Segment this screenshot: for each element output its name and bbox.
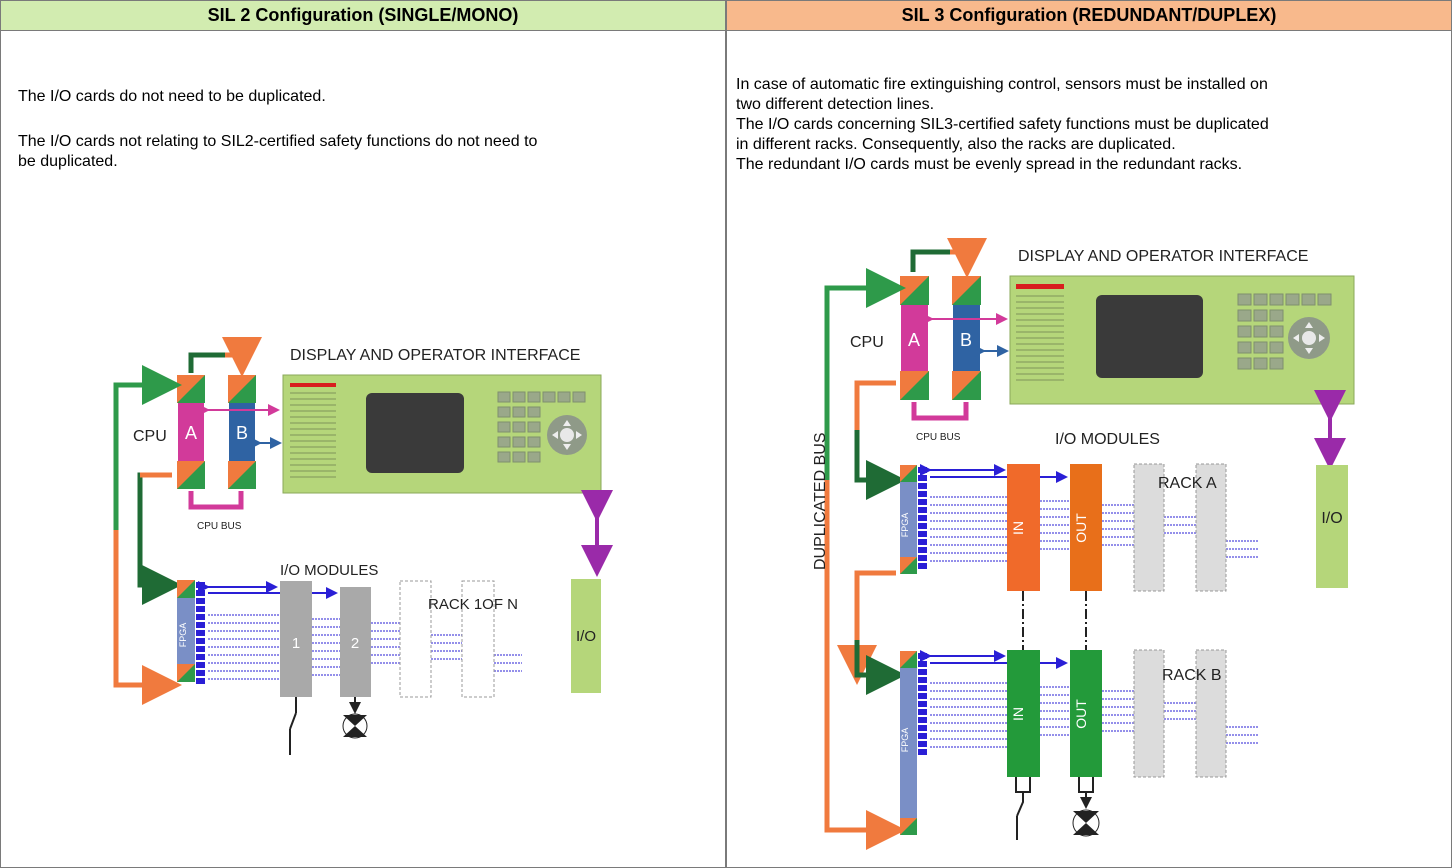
cpu-bus-arrow [188,491,244,510]
display-status-bar [290,383,336,387]
display-screen [366,393,464,473]
module-out-rack-b: OUT [1070,650,1102,777]
sil3-line4: in different racks. Consequently, also t… [736,136,1176,153]
rack-b-slot-2 [1195,649,1227,778]
io-modules-label-sil3: I/O MODULES [1055,431,1160,448]
cpu-a: A [177,375,205,489]
fpga-rack-b: FPGA [900,651,917,835]
cpu-bus-arrow-sil3 [911,402,969,421]
module-in-rack-a: IN [1007,464,1040,591]
cpu-b-sil3: B [952,276,981,400]
display-label: DISPLAY AND OPERATOR INTERFACE [290,347,580,364]
navigation-pad-icon [547,415,587,455]
bus-green-main [113,382,170,535]
rack-a-slot-2 [1195,463,1227,592]
display-vent-lines [290,392,336,478]
sil2-diagram: DISPLAY AND OPERATOR INTERFACE CPU A B [113,337,613,755]
cpu-label-sil3: CPU [850,334,884,351]
navigation-pad-icon-sil3 [1288,317,1330,359]
sil2-para2-line2: be duplicated. [18,153,118,170]
cpu-bus-label-sil3: CPU BUS [916,432,961,443]
display-screen-sil3 [1096,295,1203,378]
cpu-b: B [228,375,256,489]
rack-b-label: RACK B [1162,667,1222,684]
rack-slot-empty-2 [461,580,495,698]
cpu-b-label: B [236,423,248,443]
cpu-a-label-sil3: A [908,330,920,350]
cpu-a-label: A [185,423,197,443]
bus-dkgreen-fpga [137,472,182,605]
sil2-header-text: SIL 2 Configuration (SINGLE/MONO) [207,5,519,25]
module-out-rack-a: OUT [1070,464,1102,591]
switch-wires [1015,777,1031,793]
duplicated-bus-label: DUPLICATED BUS [812,432,829,570]
io-data-lines [208,614,522,680]
module-out-label-rack-a: OUT [1073,513,1089,543]
fpga-bus-blocks [196,582,205,684]
io-modules-label: I/O MODULES [280,562,378,579]
bus-orange-main-sil3 [824,480,906,850]
sil3-header-text: SIL 3 Configuration (REDUNDANT/DUPLEX) [901,5,1277,25]
io-label-sil3: I/O [1321,510,1342,527]
io-data-lines-rack-b [930,682,1258,748]
bus-green-main-sil3 [824,285,896,570]
rack-slot-empty-1 [399,580,432,698]
sil3-diagram: DISPLAY AND OPERATOR INTERFACE CPU A B [812,238,1355,850]
display-label-sil3: DISPLAY AND OPERATOR INTERFACE [1018,248,1308,265]
sil2-para2-line1: The I/O cards not relating to SIL2-certi… [18,133,538,150]
io-data-lines-rack-a [930,496,1258,562]
keypad [497,391,586,463]
module-out-label-rack-b: OUT [1073,699,1089,729]
fpga-label: FPGA [178,623,188,648]
bus-orange-rack-a [837,570,896,685]
sil2-para1: The I/O cards do not need to be duplicat… [18,88,326,105]
cpu-link-orange [222,337,262,377]
bus-dkgreen-rack-b [854,640,906,695]
io-box [571,579,601,693]
module-1-label: 1 [292,635,300,652]
io-box-sil3 [1316,465,1348,588]
valve-icon [342,713,368,739]
bus-dkgreen-rack-a [854,380,906,500]
io-label: I/O [576,628,596,645]
module-1: 1 [280,581,312,697]
cpu-label: CPU [133,428,167,445]
sil3-line2: two different detection lines. [736,96,935,113]
cpu-link-green-sil3 [910,249,950,272]
rack-a-slot-1 [1133,463,1165,592]
module-2-label: 2 [351,635,359,652]
cpu-b-label-sil3: B [960,330,972,350]
bus-orange-cpu-sil3 [854,380,896,430]
switch-icon [289,712,297,755]
sil3-line5: The redundant I/O cards must be evenly s… [736,156,1243,173]
sil2-header: SIL 2 Configuration (SINGLE/MONO) [0,0,726,31]
fpga-rack-a: FPGA [900,465,917,574]
module-in-label-rack-b: IN [1010,707,1026,721]
keypad-sil3 [1237,293,1332,370]
display-vent-lines-sil3 [1016,295,1064,381]
module-2: 2 [340,587,371,697]
module-in-rack-b: IN [1007,650,1040,777]
fpga-label-rack-a: FPGA [900,513,910,538]
bus-orange-bottom [113,530,182,705]
cpu-link-green [188,352,225,373]
fpga-bus-blocks-rack-b [918,653,927,755]
cpu-link-orange-sil3 [947,238,987,278]
valve-wires [1078,777,1094,793]
module-in-label-rack-a: IN [1010,521,1026,535]
fpga-bus-blocks-rack-a [918,467,927,569]
rack-label: RACK 1OF N [428,596,518,613]
switch-icon-sil3 [1016,792,1024,840]
sil3-header: SIL 3 Configuration (REDUNDANT/DUPLEX) [726,0,1452,31]
sil3-line1: In case of automatic fire extinguishing … [736,76,1268,93]
display-status-bar-sil3 [1016,284,1064,289]
fpga-label-rack-b: FPGA [900,728,910,753]
cpu-bus-label: CPU BUS [197,521,242,532]
valve-icon-sil3 [1072,809,1100,837]
cpu-a-sil3: A [900,276,929,400]
rack-a-label: RACK A [1158,475,1217,492]
rack-b-slot-1 [1133,649,1165,778]
sil3-line3: The I/O cards concerning SIL3-certified … [736,116,1269,133]
fpga-rack: FPGA [177,580,195,682]
